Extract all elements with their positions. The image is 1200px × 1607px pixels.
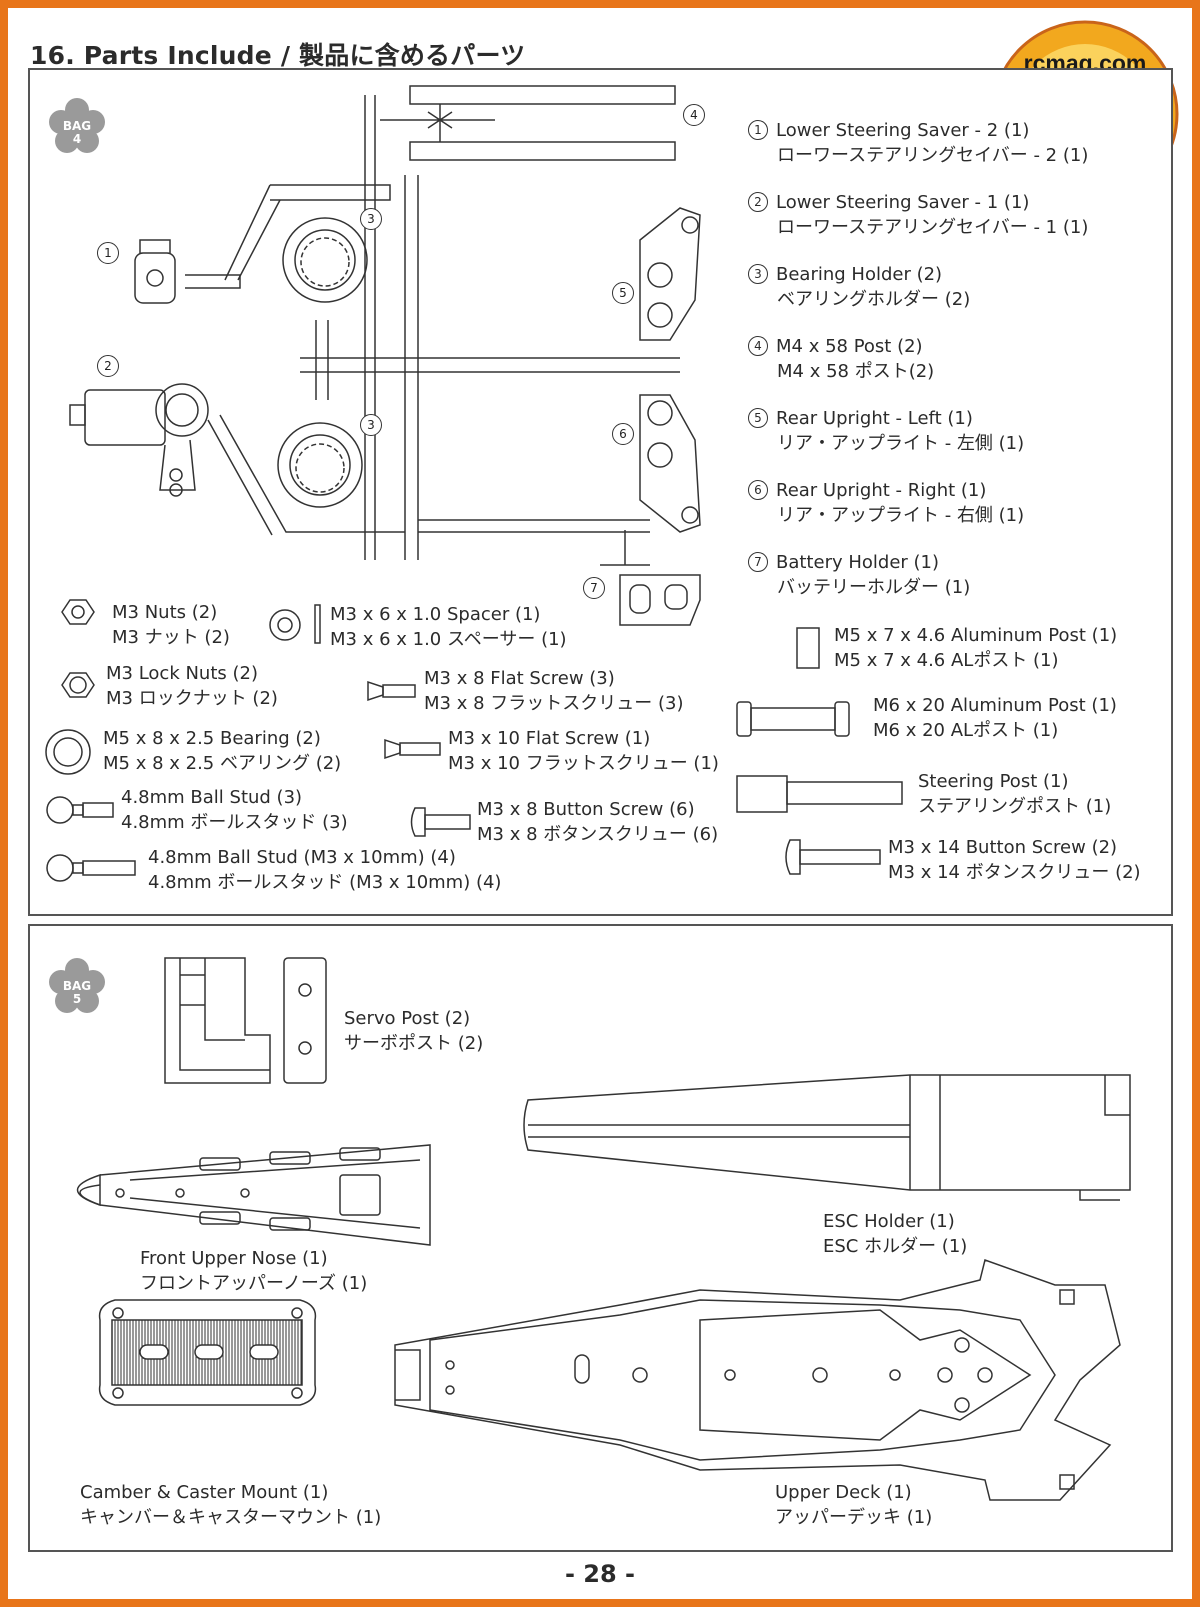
m3x8-button-screw-drawing — [412, 808, 471, 836]
hardware-label-m5-al-post: M5 x 7 x 4.6 Aluminum Post (1)M5 x 7 x 4… — [834, 625, 1118, 671]
page-title: 16. Parts Include / 製品に含めるパーツ — [30, 41, 526, 70]
m5-bearing-drawing — [46, 730, 90, 774]
battery-holder-drawing — [620, 575, 700, 625]
hardware-label-m6-al-post: M6 x 20 Aluminum Post (1)M6 x 20 ALポスト (… — [873, 695, 1117, 741]
bag-5-panel — [28, 924, 1173, 1552]
page-number: - 28 - — [564, 1560, 636, 1588]
m3-lock-nut-drawing — [62, 673, 94, 697]
bag-5-number: 5 — [72, 992, 82, 1006]
bag-4-number: 4 — [72, 132, 82, 146]
callout-5: 5 — [612, 282, 634, 304]
rear-upright-right-drawing — [640, 395, 700, 532]
bag-4-panel — [28, 68, 1173, 916]
aluminum-post-m5-drawing — [797, 628, 819, 668]
steering-post-drawing — [737, 776, 902, 812]
m3x10-flat-screw-drawing — [385, 740, 440, 758]
m3-nut-drawing — [62, 600, 94, 624]
hardware-label-ball-stud-m3x10: 4.8mm Ball Stud (M3 x 10mm) (4)4.8mm ボール… — [148, 847, 502, 893]
hardware-label-m3x10-flat: M3 x 10 Flat Screw (1)M3 x 10 フラットスクリュー … — [448, 728, 719, 774]
part-label-servo-post: Servo Post (2)サーボポスト (2) — [344, 1008, 484, 1054]
upper-deck-drawing — [395, 1260, 1120, 1500]
ball-stud-drawing — [47, 797, 135, 881]
callout-3b: 3 — [360, 414, 382, 436]
part-label-camber-caster-mount: Camber & Caster Mount (1)キャンバー＆キャスターマウント… — [80, 1482, 382, 1528]
callout-4: 4 — [683, 104, 705, 126]
m3x8-flat-screw-drawing — [368, 682, 415, 700]
hardware-label-spacer: M3 x 6 x 1.0 Spacer (1)M3 x 6 x 1.0 スペーサ… — [330, 604, 567, 650]
callout-2: 2 — [97, 355, 119, 377]
front-upper-nose-drawing — [78, 1145, 431, 1245]
hardware-label-lock-nuts: M3 Lock Nuts (2)M3 ロックナット (2) — [106, 663, 278, 709]
bag-5-word: BAG — [62, 979, 92, 993]
esc-holder-drawing — [524, 1075, 1130, 1200]
servo-post-drawing — [165, 958, 326, 1083]
callout-7: 7 — [583, 577, 605, 599]
hardware-label-ball-stud: 4.8mm Ball Stud (3)4.8mm ボールスタッド (3) — [121, 787, 348, 833]
hardware-label-m3x14-button: M3 x 14 Button Screw (2)M3 x 14 ボタンスクリュー… — [888, 837, 1141, 883]
flower-badge-icon — [49, 958, 105, 1013]
part-label-upper-deck: Upper Deck (1)アッパーデッキ (1) — [775, 1482, 933, 1528]
hardware-label-m3x8-button: M3 x 8 Button Screw (6)M3 x 8 ボタンスクリュー (… — [477, 799, 719, 845]
bag-4-word: BAG — [62, 119, 92, 133]
lower-steering-saver-1-drawing — [70, 384, 208, 496]
flower-badge-icon — [49, 98, 105, 153]
lower-steering-saver-2-drawing — [135, 240, 175, 303]
m4-post-drawing — [410, 86, 675, 104]
part-label-front-upper-nose: Front Upper Nose (1)フロントアッパーノーズ (1) — [140, 1248, 368, 1294]
bearing-holder-drawing — [278, 218, 367, 507]
hardware-label-steering-post: Steering Post (1)ステアリングポスト (1) — [918, 771, 1112, 817]
callout-1: 1 — [97, 242, 119, 264]
hardware-label-bearing: M5 x 8 x 2.5 Bearing (2)M5 x 8 x 2.5 ベアリ… — [103, 728, 342, 774]
callout-6: 6 — [612, 423, 634, 445]
hardware-label-m3-nuts: M3 Nuts (2)M3 ナット (2) — [112, 602, 230, 648]
hardware-label-m3x8-flat: M3 x 8 Flat Screw (3)M3 x 8 フラットスクリュー (3… — [424, 668, 684, 714]
part-label-esc-holder: ESC Holder (1)ESC ホルダー (1) — [823, 1211, 968, 1257]
m3x14-button-screw-drawing — [786, 840, 880, 874]
callout-3a: 3 — [360, 208, 382, 230]
m3-spacer-drawing — [270, 605, 320, 643]
aluminum-post-m6-drawing — [737, 702, 849, 736]
rear-upright-left-drawing — [640, 208, 700, 340]
camber-caster-mount-drawing — [100, 1300, 316, 1405]
